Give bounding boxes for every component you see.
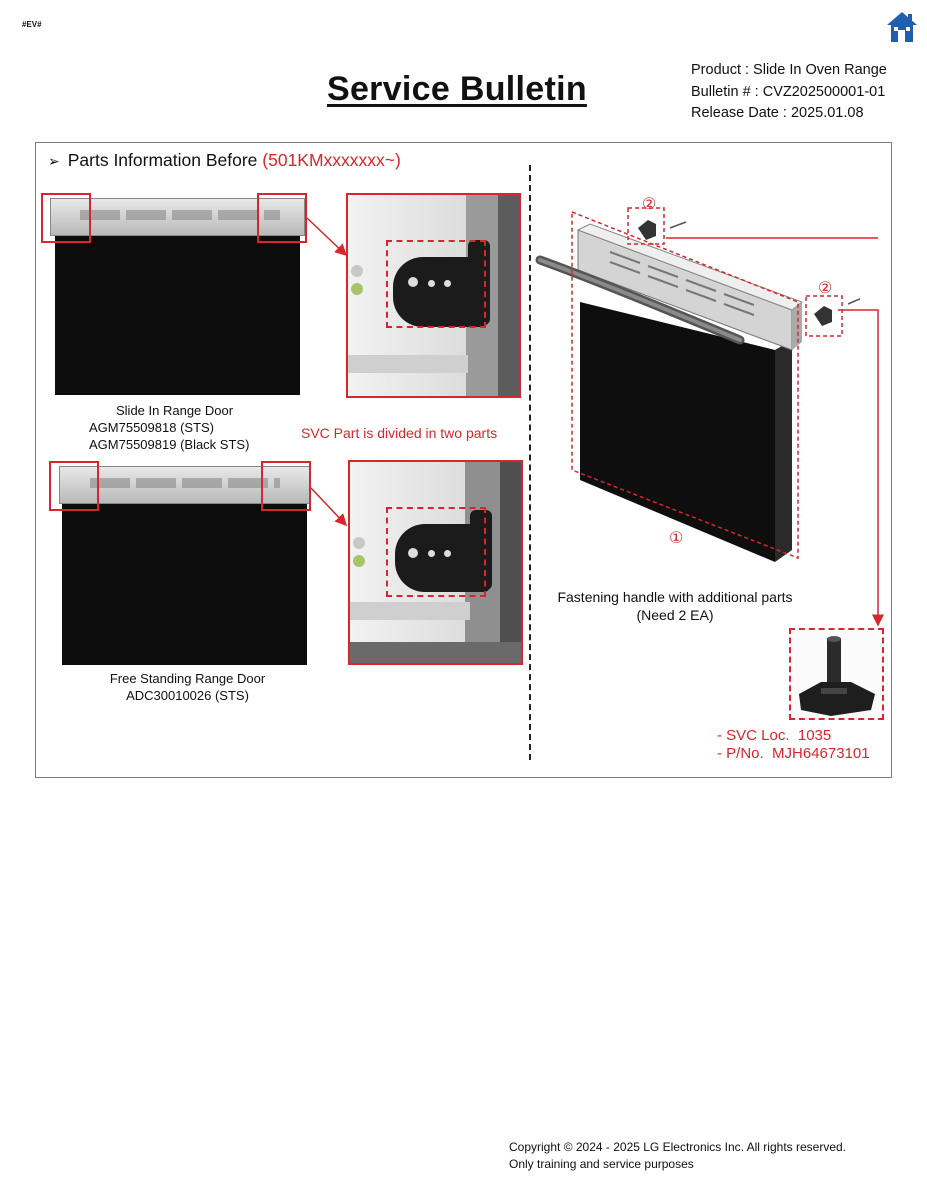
dashed-divider xyxy=(529,165,531,760)
callout-2-top: ② xyxy=(642,196,657,213)
free-standing-door-name: Free Standing Range Door xyxy=(109,671,266,686)
bulletin-number: Bulletin # : CVZ202500001-01 xyxy=(691,83,886,100)
slide-in-part-sts: AGM75509818 (STS) xyxy=(89,420,215,435)
section-title: ➢Parts Information Before (501KMxxxxxxx~… xyxy=(48,150,401,170)
free-standing-caption: Free Standing Range Door ADC30010026 (ST… xyxy=(90,670,285,704)
part-number-value: MJH64673101 xyxy=(772,745,870,762)
callout-arrows xyxy=(306,217,884,627)
serial-range: (501KMxxxxxxx~) xyxy=(262,150,401,170)
usage-note: Only training and service purposes xyxy=(509,1157,694,1171)
slide-in-hinge-closeup xyxy=(346,193,521,398)
slide-in-door-name: Slide In Range Door xyxy=(116,403,234,418)
part-number: - P/No. MJH64673101 xyxy=(717,745,870,762)
slide-in-caption: Slide In Range Door AGM75509818 (STS) AG… xyxy=(85,402,285,453)
release-date: Release Date : 2025.01.08 xyxy=(691,105,864,121)
fastening-note: Fastening handle with additional parts xyxy=(557,589,793,605)
bullet-arrow-icon: ➢ xyxy=(48,153,60,169)
fastener-part-closeup xyxy=(789,628,884,720)
free-standing-hinge-closeup xyxy=(348,460,523,665)
home-icon[interactable] xyxy=(886,10,918,44)
slide-in-part-black-sts: AGM75509819 (Black STS) xyxy=(89,437,250,452)
svc-location-value: 1035 xyxy=(797,727,832,744)
callout-2-right: ② xyxy=(818,280,833,297)
copyright: Copyright © 2024 - 2025 LG Electronics I… xyxy=(509,1140,847,1154)
bulletin-meta: Product : Slide In Oven Range Bulletin #… xyxy=(691,60,887,125)
svc-part-note: SVC Part is divided in two parts xyxy=(301,425,498,441)
exploded-caption: Fastening handle with additional parts (… xyxy=(540,588,810,624)
svc-location: - SVC Loc. 1035 xyxy=(717,727,832,744)
exploded-door-diagram xyxy=(535,207,860,562)
page-title: Service Bulletin xyxy=(327,70,587,108)
doc-tag: #EV# xyxy=(22,20,42,29)
quantity-note: (Need 2 EA) xyxy=(636,607,714,623)
product-line: Product : Slide In Oven Range xyxy=(691,62,887,78)
footer: Copyright © 2024 - 2025 LG Electronics I… xyxy=(509,1139,846,1173)
callout-1: ① xyxy=(669,530,684,547)
free-standing-door-image xyxy=(49,460,315,665)
slide-in-door-image xyxy=(41,192,307,397)
free-standing-part-sts: ADC30010026 (STS) xyxy=(126,688,249,703)
content-frame xyxy=(35,142,892,778)
